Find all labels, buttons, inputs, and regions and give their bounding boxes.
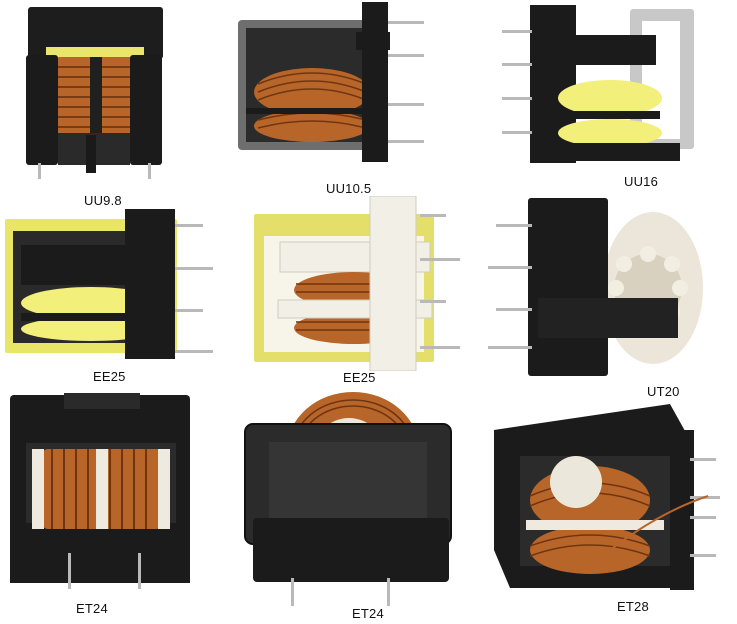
- caption-et24-middle: ET24: [352, 606, 384, 621]
- photo-et28: [490, 400, 720, 600]
- photo-uu9-8: [18, 5, 173, 183]
- caption-ee25-left: EE25: [93, 369, 126, 384]
- photo-ut20: [488, 198, 708, 378]
- caption-uu9-8: UU9.8: [84, 193, 122, 208]
- caption-et24-left: ET24: [76, 601, 108, 616]
- caption-et28: ET28: [617, 599, 649, 614]
- caption-uu10-5: UU10.5: [326, 181, 372, 196]
- photo-uu16: [500, 5, 700, 170]
- photo-et24-left: [6, 393, 196, 593]
- photo-ee25-white: [250, 196, 465, 371]
- photo-et24-middle: [243, 388, 458, 610]
- caption-uu16: UU16: [624, 174, 659, 189]
- caption-ee25-middle: EE25: [343, 370, 376, 385]
- caption-ut20: UT20: [647, 384, 680, 399]
- photo-uu10-5: [232, 2, 432, 170]
- photo-ee25-yellow: [5, 205, 215, 365]
